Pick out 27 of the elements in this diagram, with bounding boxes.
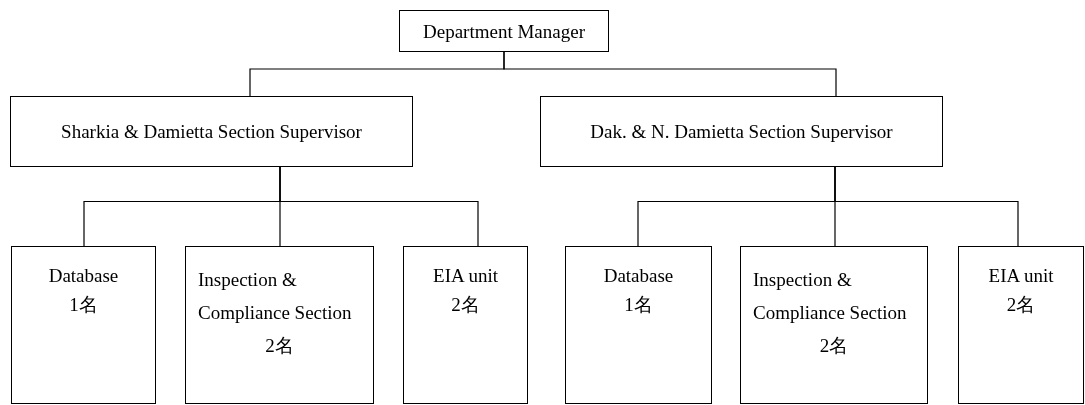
unit-name: Inspection & Compliance Section (753, 268, 908, 325)
supervisor-box (10, 96, 413, 167)
unit-box (403, 246, 528, 404)
unit-name: Department Manager (423, 19, 585, 44)
staff-count: 1名 (68, 293, 99, 317)
unit-name: Sharkia & Damietta Section Supervisor (61, 120, 362, 144)
unit-name: Database (47, 264, 120, 288)
staff-count: 2名 (1005, 293, 1037, 317)
unit-box (185, 246, 374, 404)
unit-box (565, 246, 712, 404)
manager-box (399, 10, 609, 52)
unit-box (11, 246, 156, 404)
staff-count: 1名 (623, 293, 654, 317)
unit-box (958, 246, 1084, 404)
staff-count: 2名 (450, 293, 481, 317)
connector-line (503, 51, 837, 97)
connector-line (834, 166, 1019, 247)
unit-box (740, 246, 928, 404)
staff-count: 2名 (264, 334, 295, 358)
unit-name: EIA unit (987, 264, 1055, 288)
unit-name: Database (602, 264, 675, 288)
supervisor-box (540, 96, 943, 167)
unit-name: EIA unit (432, 264, 499, 288)
unit-name: Dak. & N. Damietta Section Supervisor (590, 120, 893, 144)
staff-count: 2名 (818, 334, 850, 358)
unit-name: Inspection & Compliance Section (198, 268, 353, 325)
connector-line (279, 166, 479, 247)
